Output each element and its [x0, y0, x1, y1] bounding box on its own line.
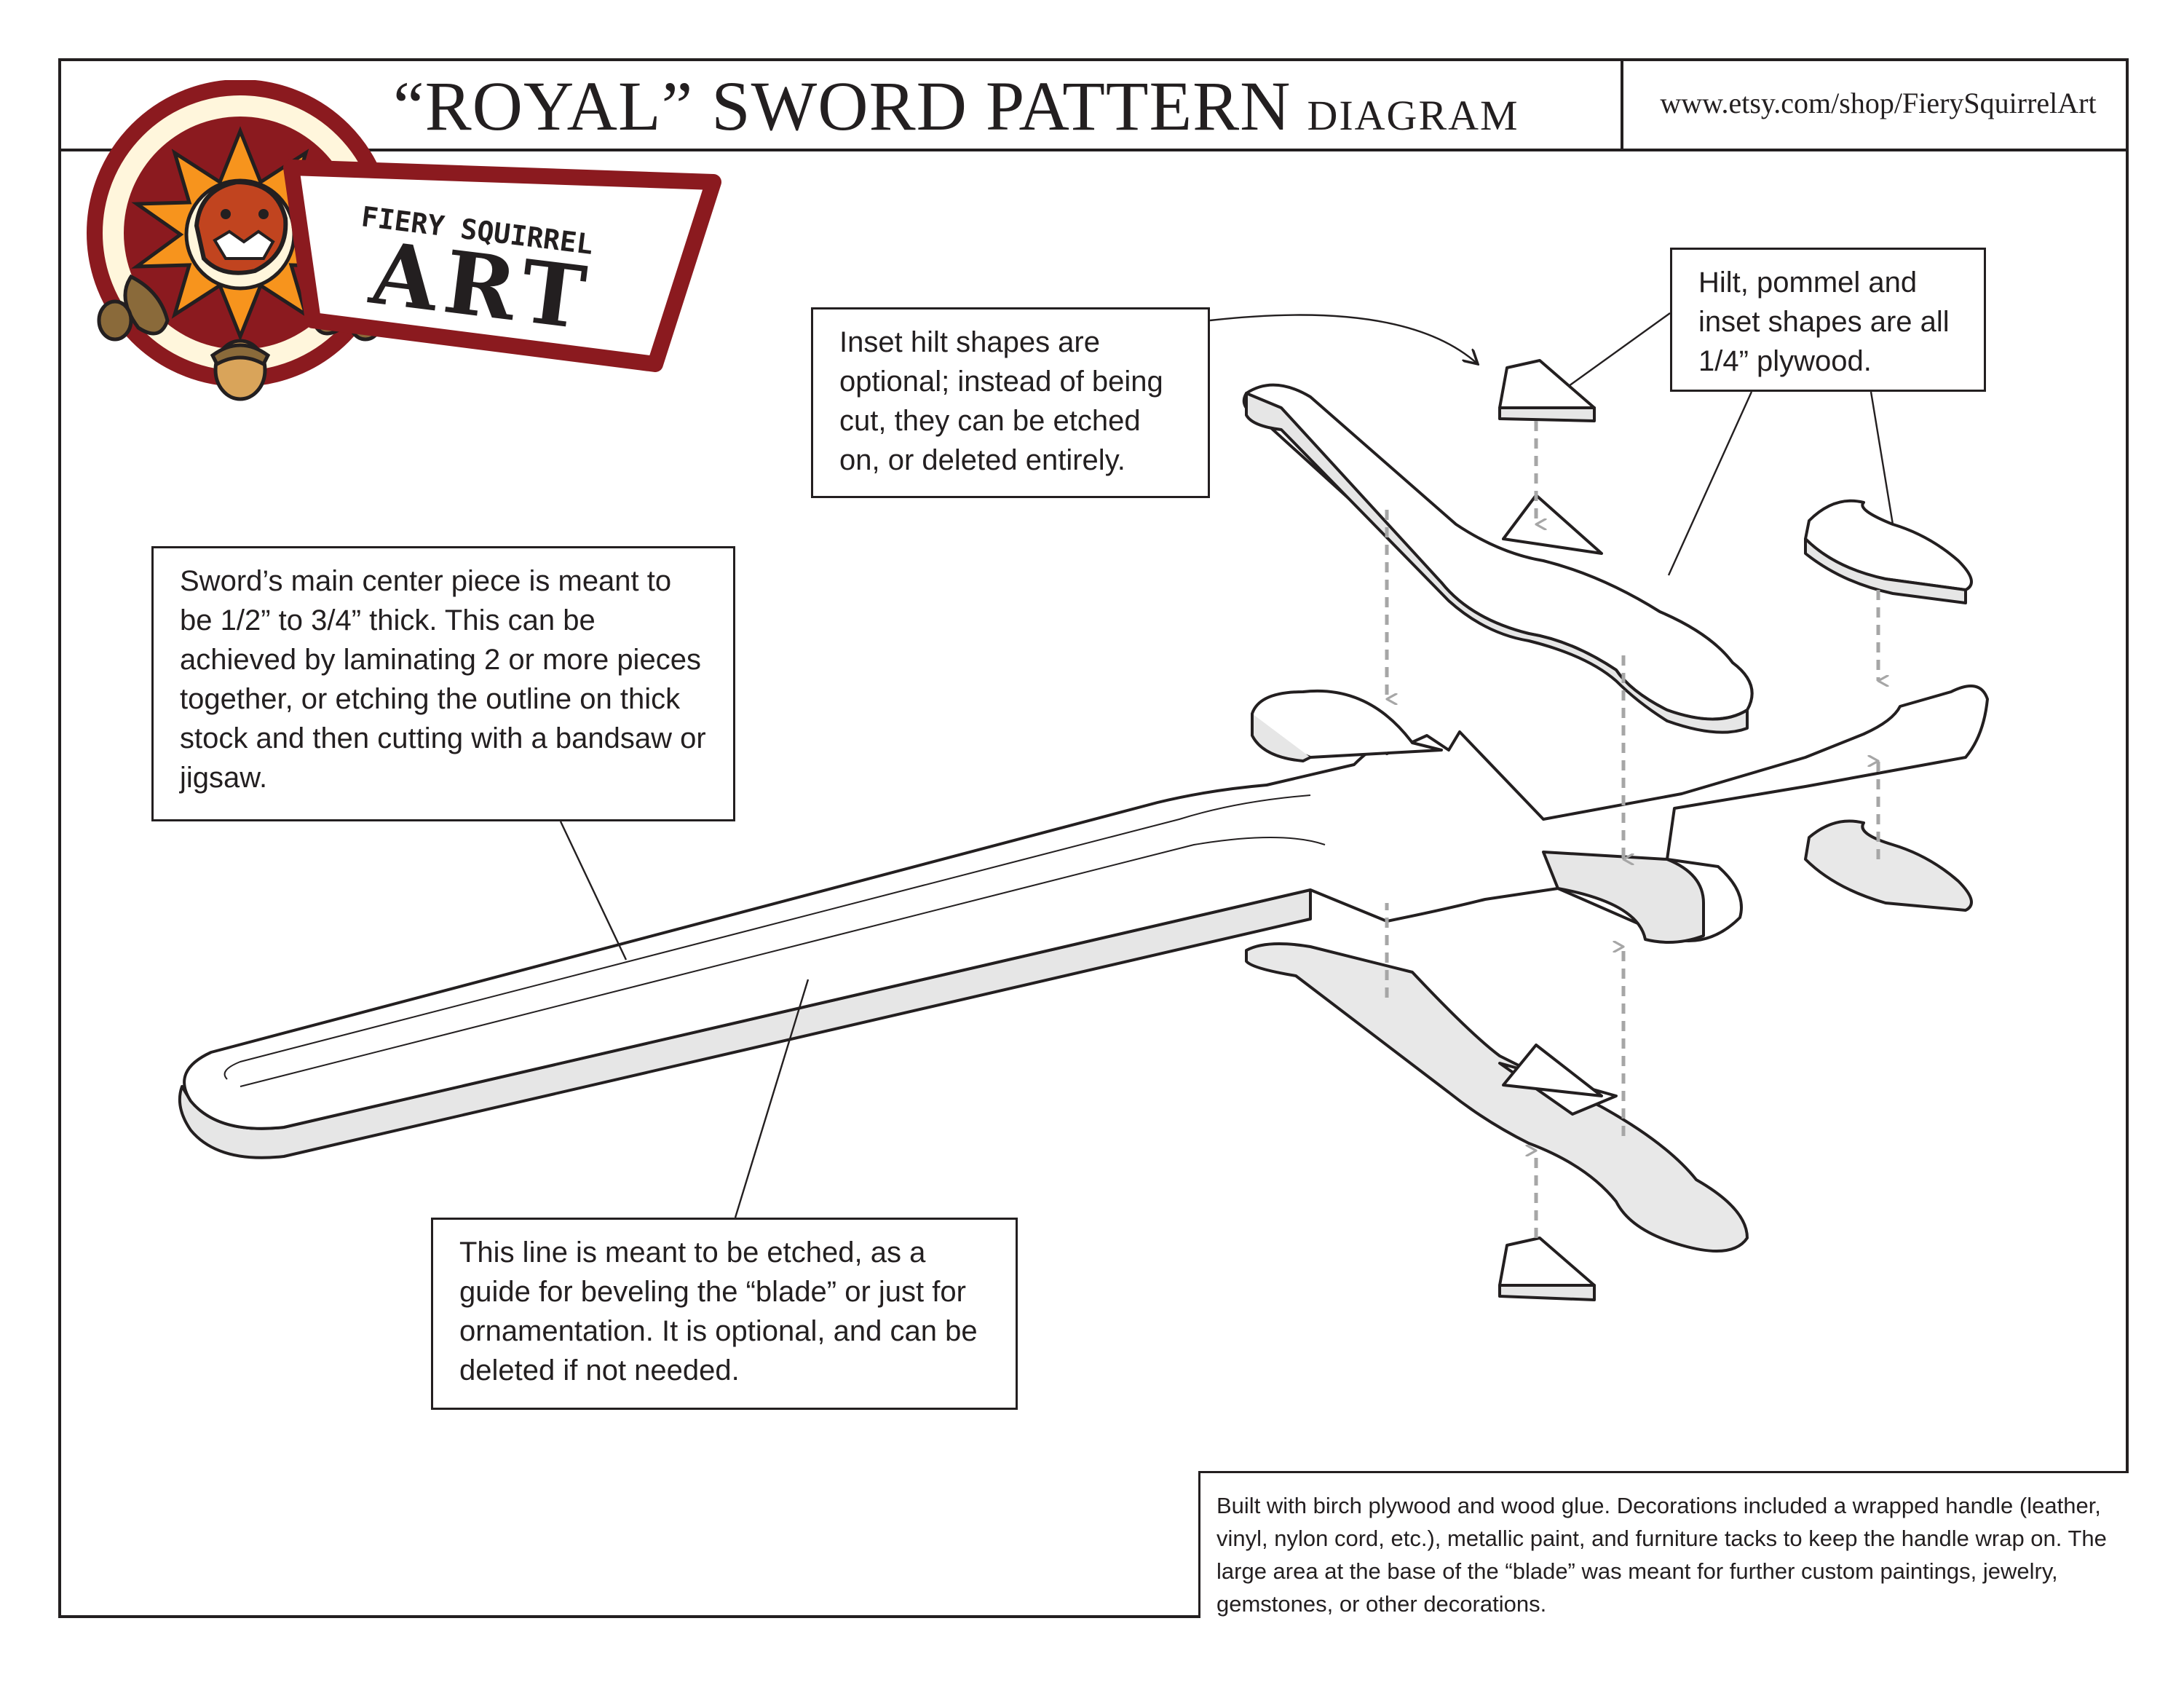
leader-etch: [734, 979, 810, 1218]
logo-banner: FIERY SQUIRREL ART: [283, 159, 721, 372]
callout-main-piece: Sword’s main center piece is meant to be…: [151, 546, 735, 821]
etch-guide-line: [223, 794, 1326, 1087]
title-main: “ROYAL” SWORD PATTERN: [393, 67, 1291, 145]
lower-hilt-piece: [1245, 942, 1749, 1253]
main-center-piece: [178, 685, 1989, 1159]
upper-hilt-piece: [1242, 383, 1754, 734]
inset-top: [1498, 359, 1596, 409]
inset-shapes: [1498, 359, 1603, 1301]
header-divider: [1621, 58, 1623, 150]
acorn-icon: [210, 339, 271, 401]
leader-lines: [559, 312, 1894, 1218]
page-frame: [58, 58, 2129, 1618]
leader-inset: [1209, 314, 1478, 365]
callout-inset-shapes: Inset hilt shapes are optional; instead …: [811, 307, 1210, 498]
inset-slot-upper: [1502, 494, 1603, 555]
leader-main: [559, 821, 628, 961]
leader-ply-2: [1667, 391, 1753, 576]
shop-url: www.etsy.com/shop/FierySquirrelArt: [1660, 87, 2097, 119]
leader-ply-3: [1870, 391, 1894, 525]
main-guard-lower: [1542, 851, 1705, 944]
leader-ply-1: [1568, 312, 1671, 387]
inset-bottom: [1498, 1237, 1596, 1287]
callout-build-notes: Built with birch plywood and wood glue. …: [1198, 1471, 2129, 1618]
fiery-squirrel-logo: FIERY SQUIRREL ART: [87, 80, 721, 401]
blade-top-face: [183, 685, 1989, 1130]
callout-plywood: Hilt, pommel and inset shapes are all 1/…: [1670, 248, 1986, 392]
pommel-upper: [1804, 499, 1973, 604]
alignment-arrows: [1385, 421, 1878, 1238]
page-title: “ROYAL” SWORD PATTERN DIAGRAM: [393, 66, 1616, 146]
pommel-lower: [1804, 819, 1973, 912]
callout-etch-line: This line is meant to be etched, as a gu…: [431, 1218, 1018, 1410]
title-sub: DIAGRAM: [1307, 92, 1519, 139]
header-rule: [58, 149, 2129, 151]
inset-slot-lower: [1502, 1044, 1603, 1097]
